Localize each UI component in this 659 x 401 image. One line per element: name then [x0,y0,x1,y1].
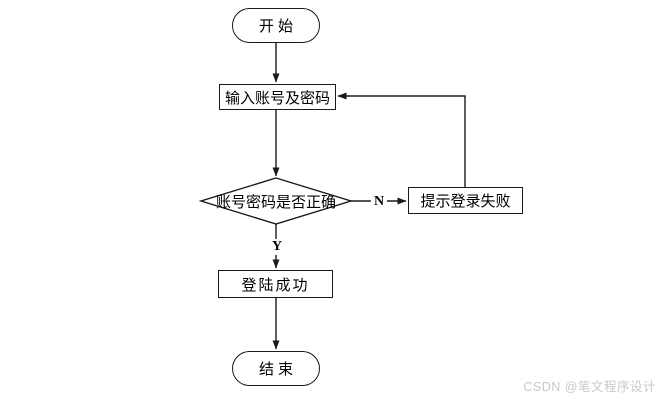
edge-fail-to-input [337,92,466,187]
input-credentials-label: 输入账号及密码 [224,90,330,107]
watermark: CSDN @笔文程序设计 [523,380,656,394]
login-success-node: 登陆成功 [218,270,333,298]
login-failed-label: 提示登录失败 [420,194,511,210]
decision-node: 账号密码是否正确 [206,190,346,212]
login-failed-node: 提示登录失败 [408,187,523,214]
start-node-label: 开始 [258,19,297,35]
edge-label-no: N [370,194,388,210]
decision-node-label: 账号密码是否正确 [215,194,336,211]
end-node-label: 结束 [258,362,297,378]
input-credentials-node: 输入账号及密码 [219,84,336,110]
end-node: 结束 [232,351,320,386]
login-success-label: 登陆成功 [241,277,310,294]
edge-label-yes: Y [268,239,286,255]
decision-diamond-shape [198,177,354,225]
start-node: 开始 [232,8,320,43]
